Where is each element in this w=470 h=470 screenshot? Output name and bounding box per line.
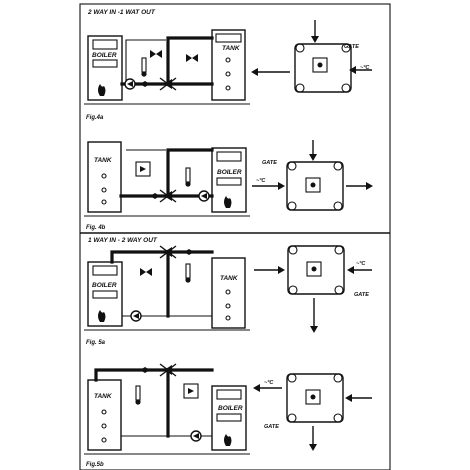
valve-detail: GATE ~°C xyxy=(251,20,372,93)
supply-pipe xyxy=(110,250,214,264)
tank-port xyxy=(101,199,107,205)
valve-icon xyxy=(140,81,150,87)
tank-port xyxy=(225,71,231,77)
tank-port xyxy=(225,289,231,295)
section-title-2: 1 WAY IN - 2 WAY OUT xyxy=(88,237,158,244)
valve-knob xyxy=(305,177,321,193)
valve-body xyxy=(294,43,352,93)
section-title-1: 2 WAY IN -1 WAT OUT xyxy=(87,9,156,16)
boiler-panel xyxy=(216,177,242,186)
valve-knob xyxy=(312,57,328,73)
tank-unit xyxy=(87,379,122,451)
bypass-pipe xyxy=(166,148,214,198)
figure-5a: BOILER TANK Fig. 5a xyxy=(84,245,372,346)
flame-icon xyxy=(224,196,232,208)
tank-label: TANK xyxy=(94,157,113,164)
figure-caption: Fig. 5a xyxy=(86,340,106,346)
boiler-label: BOILER xyxy=(217,169,242,176)
valve-icon xyxy=(186,54,198,62)
tank-port xyxy=(101,423,107,429)
thermometer-icon xyxy=(135,385,141,405)
tank-port xyxy=(225,57,231,63)
tank-unit xyxy=(211,257,246,329)
figure-4a: BOILER TANK Fig.4a xyxy=(84,20,372,121)
tank-port xyxy=(225,85,231,91)
figure-caption: Fig.4a xyxy=(86,115,104,121)
boiler-panel xyxy=(216,413,242,422)
tank-port xyxy=(101,437,107,443)
valve-icon xyxy=(150,193,160,199)
figure-caption: Fig.5b xyxy=(86,462,104,468)
valve-icon xyxy=(140,268,152,276)
boiler-panel xyxy=(92,290,118,299)
flame-icon xyxy=(98,310,106,322)
boiler-panel xyxy=(92,59,118,68)
gate-label: GATE xyxy=(262,160,277,166)
boiler-label: BOILER xyxy=(92,282,117,289)
valve-icon xyxy=(183,383,199,399)
boiler-display xyxy=(92,265,118,276)
gate-label: GATE xyxy=(344,44,359,50)
tank-label: TANK xyxy=(220,275,239,282)
boiler-display xyxy=(216,151,242,162)
gate-label: GATE xyxy=(264,424,279,430)
gate-label: GATE xyxy=(354,292,369,298)
boiler-label: BOILER xyxy=(92,52,117,59)
valve-knob xyxy=(305,389,321,405)
outer-frame xyxy=(79,3,391,470)
valve-icon xyxy=(135,161,151,177)
flame-icon xyxy=(224,434,232,446)
valve-icon xyxy=(184,249,194,255)
valve-detail: GATE ~°C xyxy=(252,140,373,211)
temp-label: ~°C xyxy=(256,178,266,184)
supply-pipe xyxy=(94,368,214,382)
tank-unit xyxy=(87,141,122,213)
valve-icon xyxy=(140,367,150,373)
tank-display xyxy=(215,33,242,43)
figure-caption: Fig. 4b xyxy=(86,225,106,231)
valve-icon xyxy=(150,50,162,58)
tank-port xyxy=(101,173,107,179)
temp-label: ~°C xyxy=(356,261,366,267)
figure-4b: TANK BOILER Fig. 4b xyxy=(84,140,373,231)
flame-icon xyxy=(98,84,106,96)
tank-port xyxy=(225,315,231,321)
tank-port xyxy=(225,303,231,309)
temp-label: ~°C xyxy=(360,65,370,71)
return-line xyxy=(125,39,166,84)
boiler-label: BOILER xyxy=(218,405,243,412)
figure-5b: TANK BOILER Fig.5b xyxy=(84,363,372,468)
tank-label: TANK xyxy=(94,393,113,400)
boiler-display xyxy=(216,389,242,400)
bypass-pipe xyxy=(166,36,214,86)
thermometer-icon xyxy=(141,57,147,77)
thermometer-icon xyxy=(185,167,191,187)
tank-port xyxy=(101,187,107,193)
tank-label: TANK xyxy=(222,45,241,52)
tank-port xyxy=(101,409,107,415)
boiler-display xyxy=(92,39,118,50)
valve-detail: GATE ~°C xyxy=(254,245,372,333)
thermometer-icon xyxy=(185,263,191,283)
valve-detail: ~°C GATE xyxy=(253,373,372,451)
valve-knob xyxy=(306,261,322,277)
temp-label: ~°C xyxy=(264,380,274,386)
